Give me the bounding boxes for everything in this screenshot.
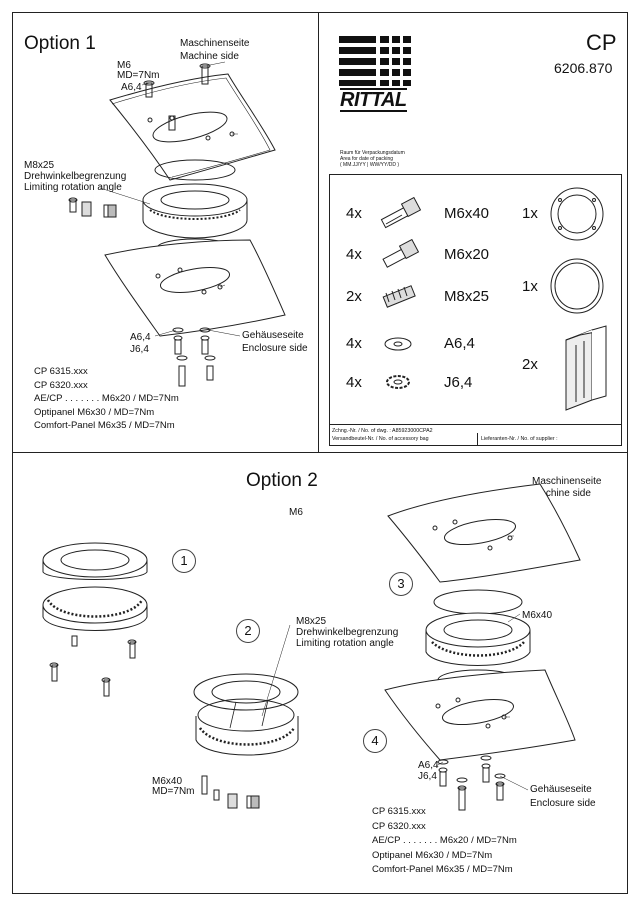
- option1-hole-dia-label-2: Ø7: [226, 280, 240, 291]
- option1-note: CP 6320.xxx: [34, 379, 88, 391]
- option2-m6-label-2: M6: [510, 532, 524, 543]
- option2-note: AE/CP . . . . . . . M6x20 / MD=7Nm: [372, 835, 517, 846]
- option1-enclosure-side-de: Gehäuseseite: [242, 330, 304, 341]
- bom-qty: 4x: [346, 205, 362, 222]
- part-number: 6206.870: [554, 60, 613, 76]
- option2-angle-label: 22,5°: [240, 692, 264, 703]
- option1-machine-side-de: Maschinenseite: [180, 38, 250, 49]
- option2-title: Option 2: [246, 470, 318, 491]
- option2-rotation-de: Drehwinkelbegrenzung: [296, 627, 399, 638]
- option2-enclosure-side-de: Gehäuseseite: [530, 784, 592, 795]
- option2-washer-label: A6,4: [418, 760, 439, 771]
- bom-size: M8x25: [444, 288, 490, 305]
- option1-lock-washer-label: J6,4: [130, 344, 149, 355]
- bom-qty: 4x: [346, 246, 362, 263]
- step-3-marker: 3: [389, 572, 413, 596]
- option2-enclosure-side-en: Enclosure side: [530, 798, 596, 809]
- step-1-marker: 1: [172, 549, 196, 573]
- option2-note: CP 6320.xxx: [372, 820, 426, 832]
- title-block-divider: [477, 433, 478, 446]
- option2-m8-label: M8x25: [296, 616, 327, 627]
- option1-note: Comfort-Panel M6x35 / MD=7Nm: [34, 420, 175, 432]
- drawing-number: Zchng.-Nr. / No. of dwg. : A85923000CPA2: [332, 428, 433, 434]
- option1-enclosure-side-en: Enclosure side: [242, 343, 308, 354]
- option1-title: Option 1: [24, 33, 96, 54]
- bom-qty: 4x: [346, 374, 362, 391]
- bom-size: M6x20: [444, 246, 490, 263]
- parts-list-box: [329, 174, 622, 446]
- option1-washer-label: A6,4: [121, 82, 142, 93]
- option1-washer-label-2: A6,4: [130, 332, 151, 343]
- bom-qty: 4x: [346, 335, 362, 352]
- vertical-divider: [318, 12, 319, 452]
- bom-size: J6,4: [444, 374, 473, 391]
- accessory-bag-number: Versandbeutel-Nr. / No. of accessory bag: [332, 436, 429, 442]
- option1-note: AE/CP . . . . . . . M6x20 / MD=7Nm: [34, 393, 179, 405]
- product-code: CP: [586, 30, 617, 55]
- packing-date-area: Raum für Verpackungsdatum Area for date …: [340, 150, 405, 168]
- sheet-frame: [12, 12, 628, 894]
- option2-hole-dia-label: Ø7: [508, 712, 522, 723]
- option2-machine-side-en: Machine side: [532, 488, 591, 499]
- horizontal-divider: [12, 452, 628, 453]
- title-block: Zchng.-Nr. / No. of dwg. : A85923000CPA2…: [329, 424, 622, 446]
- option1-note: Optipanel M6x30 / MD=7Nm: [34, 406, 155, 418]
- option1-note: CP 6315.xxx: [34, 366, 88, 377]
- option1-notes: CP 6315.xxx CP 6320.xxx AE/CP . . . . . …: [34, 365, 179, 433]
- option2-note: Optipanel M6x30 / MD=7Nm: [372, 849, 493, 861]
- bom-size: M6x40: [444, 205, 490, 222]
- bom-qty-right: 1x: [522, 278, 538, 295]
- step-4-marker: 4: [363, 729, 387, 753]
- option2-rotation-en: Limiting rotation angle: [296, 638, 394, 649]
- supplier-number: Lieferanten-Nr. / No. of supplier :: [481, 436, 558, 442]
- option2-notes: CP 6315.xxx CP 6320.xxx AE/CP . . . . . …: [372, 805, 517, 878]
- option1-m8-label: M8x25: [24, 160, 55, 171]
- bom-qty: 2x: [346, 288, 362, 305]
- option2-lock-washer-label: J6,4: [418, 771, 437, 782]
- option1-machine-side-en: Machine side: [180, 51, 239, 62]
- option2-note: CP 6315.xxx: [372, 806, 426, 817]
- option1-hole-dia-label: Ø7: [240, 130, 254, 141]
- bom-qty-right: 2x: [522, 356, 538, 373]
- step-2-marker: 2: [236, 619, 260, 643]
- option1-m6-label: M6: [117, 60, 131, 71]
- bom-qty-right: 1x: [522, 205, 538, 222]
- option1-rotation-de: Drehwinkelbegrenzung: [24, 171, 127, 182]
- packing-date-de: Raum für Verpackungsdatum: [340, 150, 405, 156]
- option2-note: Comfort-Panel M6x35 / MD=7Nm: [372, 864, 513, 875]
- option2-torque-label: MD=7Nm: [152, 786, 195, 797]
- option1-torque-label: MD=7Nm: [117, 70, 160, 81]
- brand-wordmark: RITTAL: [340, 88, 407, 112]
- packing-date-en: Area for date of packing: [340, 156, 394, 162]
- option2-m6-label: M6: [289, 507, 303, 518]
- option2-machine-side-de: Maschinenseite: [532, 476, 602, 487]
- option1-rotation-en: Limiting rotation angle: [24, 182, 122, 193]
- packing-date-format: ( MM.JJ/YY | WW/YY/DD ): [340, 162, 399, 168]
- bom-size: A6,4: [444, 335, 475, 352]
- option2-m6x40-label-2: M6x40: [152, 776, 183, 787]
- option2-m6x40-label: M6x40: [522, 610, 553, 621]
